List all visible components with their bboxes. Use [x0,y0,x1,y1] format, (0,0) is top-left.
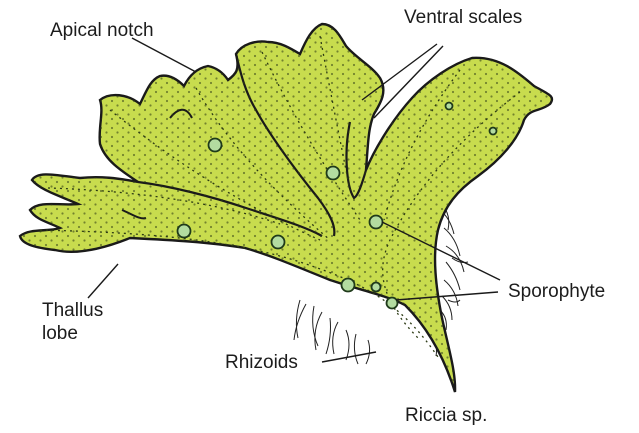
label-thallus-lobe-line1: Thallus [42,300,103,323]
label-sporophyte: Sporophyte [508,281,605,304]
sporophyte-dot [327,167,340,180]
label-rhizoids: Rhizoids [225,352,298,375]
sporophyte-dot [490,128,497,135]
sporophyte-dot [209,139,222,152]
leader-apical-notch [132,38,196,72]
label-thallus-lobe: Thallus lobe [42,300,103,346]
sporophyte-dot [342,279,355,292]
sporophyte-dot [370,216,383,229]
label-species: Riccia sp. [405,405,487,428]
sporophyte-dot [272,236,285,249]
sporophyte-dot [372,283,381,292]
label-thallus-lobe-line2: lobe [42,323,103,346]
label-ventral-scales: Ventral scales [404,7,522,30]
sporophyte-dot [446,103,453,110]
label-apical-notch: Apical notch [50,20,154,43]
sporophyte-dot [387,298,398,309]
sporophyte-dot [178,225,191,238]
leader-thallus-lobe [88,264,118,298]
